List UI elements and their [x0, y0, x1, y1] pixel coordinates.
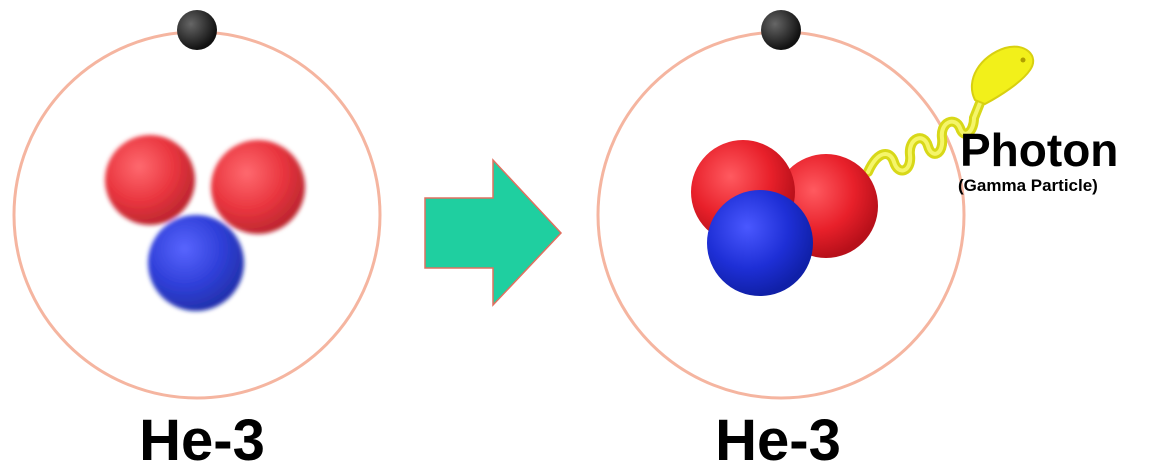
- label-after: He-3: [715, 408, 841, 469]
- label-before: He-3: [139, 408, 265, 469]
- nucleus-after: [691, 140, 878, 296]
- proton-before-right: [211, 140, 305, 234]
- photon-eye: [1020, 57, 1026, 63]
- electron-after: [761, 10, 801, 50]
- orbit-before: [12, 30, 382, 400]
- atom-after: [596, 10, 1035, 400]
- reaction-arrow: [424, 158, 563, 307]
- photon-wave-highlight: [866, 96, 984, 174]
- atom-before: [12, 10, 382, 400]
- neutron-after: [707, 190, 813, 296]
- photon-sublabel: (Gamma Particle): [958, 176, 1098, 195]
- photon-head: [970, 45, 1035, 106]
- photon-gamma: [863, 45, 1035, 177]
- photon-label: Photon: [960, 124, 1118, 176]
- nucleus-before: [105, 135, 305, 311]
- proton-before-left: [105, 135, 195, 225]
- neutron-before: [148, 215, 244, 311]
- electron-before: [177, 10, 217, 50]
